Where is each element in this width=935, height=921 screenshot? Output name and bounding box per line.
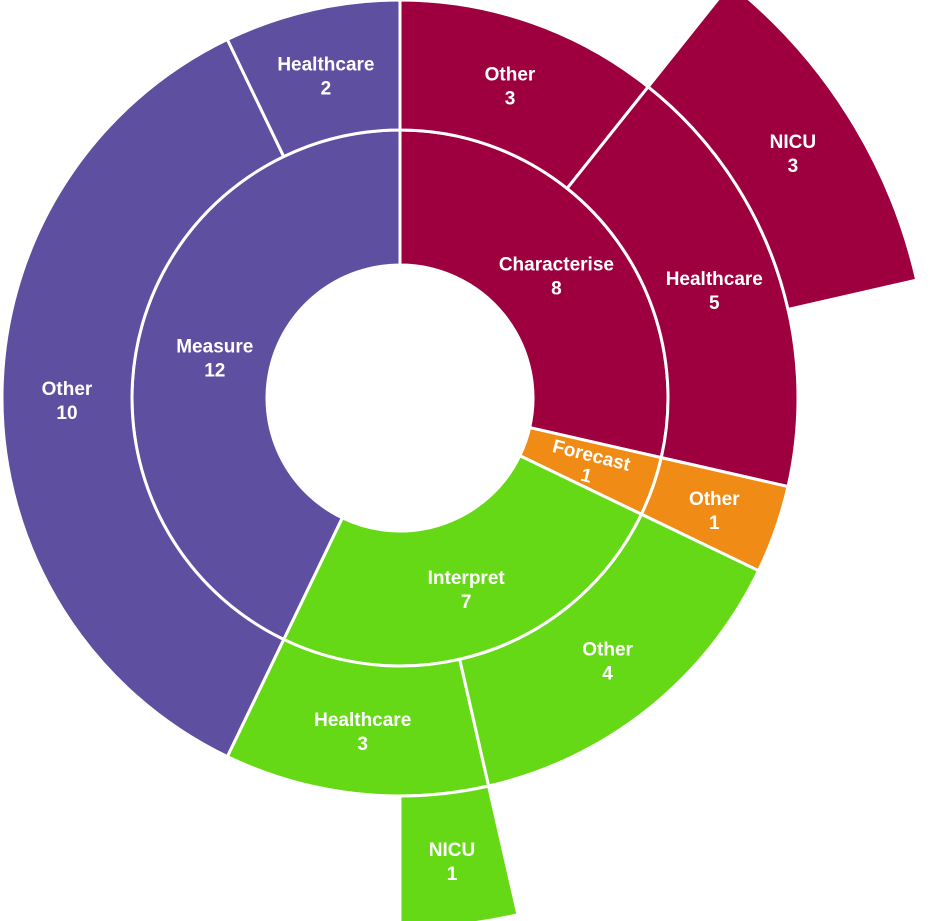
label-name-characterise-healthcare-nicu: NICU (770, 132, 816, 153)
segment-characterise-healthcare-nicu (646, 0, 919, 311)
label-value-characterise-healthcare-nicu: 3 (788, 156, 799, 177)
label-value-interpret-healthcare-nicu: 1 (447, 864, 458, 885)
label-characterise-other: Other 3 (485, 65, 536, 110)
segment-measure-healthcare (225, 0, 402, 159)
label-value-forecast-other: 1 (709, 513, 720, 534)
label-value-characterise: 8 (551, 278, 562, 299)
label-name-characterise-other: Other (485, 65, 536, 86)
label-name-forecast-other: Other (689, 489, 740, 510)
label-characterise: Characterise 8 (499, 254, 614, 299)
label-interpret-healthcare: Healthcare 3 (314, 710, 411, 755)
label-forecast-other: Other 1 (689, 489, 740, 534)
label-name-interpret: Interpret (428, 568, 506, 589)
label-measure-healthcare: Healthcare 2 (277, 54, 374, 99)
label-name-interpret-other: Other (582, 639, 633, 660)
segment-interpret-healthcare-nicu (398, 784, 520, 921)
label-value-measure: 12 (204, 361, 225, 382)
label-name-measure-healthcare: Healthcare (277, 54, 374, 75)
segment-measure-other (0, 37, 286, 759)
label-value-interpret: 7 (461, 592, 472, 613)
label-name-interpret-healthcare: Healthcare (314, 710, 411, 731)
label-name-characterise-healthcare: Healthcare (666, 269, 763, 290)
label-value-interpret-other: 4 (602, 663, 613, 684)
label-characterise-healthcare-nicu: NICU 3 (770, 132, 816, 177)
label-name-measure: Measure (176, 337, 253, 358)
label-value-characterise-healthcare: 5 (709, 293, 720, 314)
label-name-measure-other: Other (42, 379, 93, 400)
label-value-characterise-other: 3 (505, 89, 516, 110)
label-interpret-other: Other 4 (582, 639, 633, 684)
label-value-measure-other: 10 (56, 403, 77, 424)
label-name-interpret-healthcare-nicu: NICU (429, 840, 475, 861)
label-measure-other: Other 10 (42, 379, 93, 424)
label-interpret: Interpret 7 (428, 568, 506, 613)
label-characterise-healthcare: Healthcare 5 (666, 269, 763, 314)
label-measure: Measure 12 (176, 337, 253, 382)
label-value-measure-healthcare: 2 (321, 78, 332, 99)
label-name-characterise: Characterise (499, 254, 614, 275)
label-interpret-healthcare-nicu: NICU 1 (429, 840, 475, 885)
label-value-interpret-healthcare: 3 (357, 734, 368, 755)
